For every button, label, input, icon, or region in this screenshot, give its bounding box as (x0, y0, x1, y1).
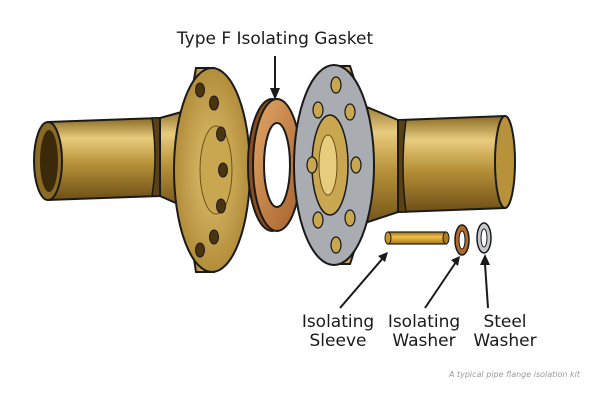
bolt-hole (306, 156, 318, 174)
sleeve-arrowhead (378, 252, 388, 262)
bolt-hole (312, 101, 324, 119)
bolt-hole (195, 82, 205, 98)
sleeve-leader (339, 257, 384, 309)
steel-washer-label-line2: Washer (473, 331, 536, 351)
bolt-hole (209, 229, 219, 245)
left-bolt-holes (195, 82, 228, 258)
iso-washer-leader (424, 261, 457, 309)
figure-caption: A typical pipe flange isolation kit (448, 370, 581, 379)
steel-washer-label-line1: Steel (483, 312, 526, 332)
bolt-hole (312, 211, 324, 229)
steel-washer-arrowhead (480, 254, 490, 265)
bolt-hole (216, 126, 226, 142)
iso-washer-label-line1: Isolating (388, 312, 460, 332)
type-f-isolating-gasket (247, 98, 302, 232)
right-bolt-holes (306, 76, 362, 254)
iso-washer-label-line2: Washer (392, 331, 455, 351)
right-flange-assembly (293, 64, 516, 266)
bolt-hole (195, 242, 205, 258)
bolt-hole (218, 162, 228, 178)
left-pipe-bore (40, 130, 58, 192)
bolt-hole (330, 236, 342, 254)
sleeve-label-line1: Isolating (302, 312, 374, 332)
gasket-label: Type F Isolating Gasket (176, 29, 374, 49)
gasket-arrowhead (270, 88, 280, 100)
bolt-hole (344, 103, 356, 121)
steel-washer (476, 222, 492, 254)
right-pipe-end (494, 115, 516, 209)
bolt-hole (350, 156, 362, 174)
right-flange-bore (318, 134, 338, 196)
isolating-sleeve (384, 231, 450, 245)
isolating-washer (454, 224, 470, 256)
iso-washer-arrowhead (451, 256, 460, 266)
steel-washer-leader (484, 263, 489, 309)
sleeve-label-line2: Sleeve (310, 331, 367, 351)
left-flange-assembly (33, 67, 251, 273)
bolt-hole (216, 198, 226, 214)
right-pipe (399, 114, 506, 214)
left-pipe (47, 116, 161, 202)
bolt-hole (330, 76, 342, 94)
bolt-hole (344, 209, 356, 227)
leader-lines (270, 56, 490, 309)
bolt-hole (209, 95, 219, 111)
left-flange-raised-face (199, 125, 233, 215)
